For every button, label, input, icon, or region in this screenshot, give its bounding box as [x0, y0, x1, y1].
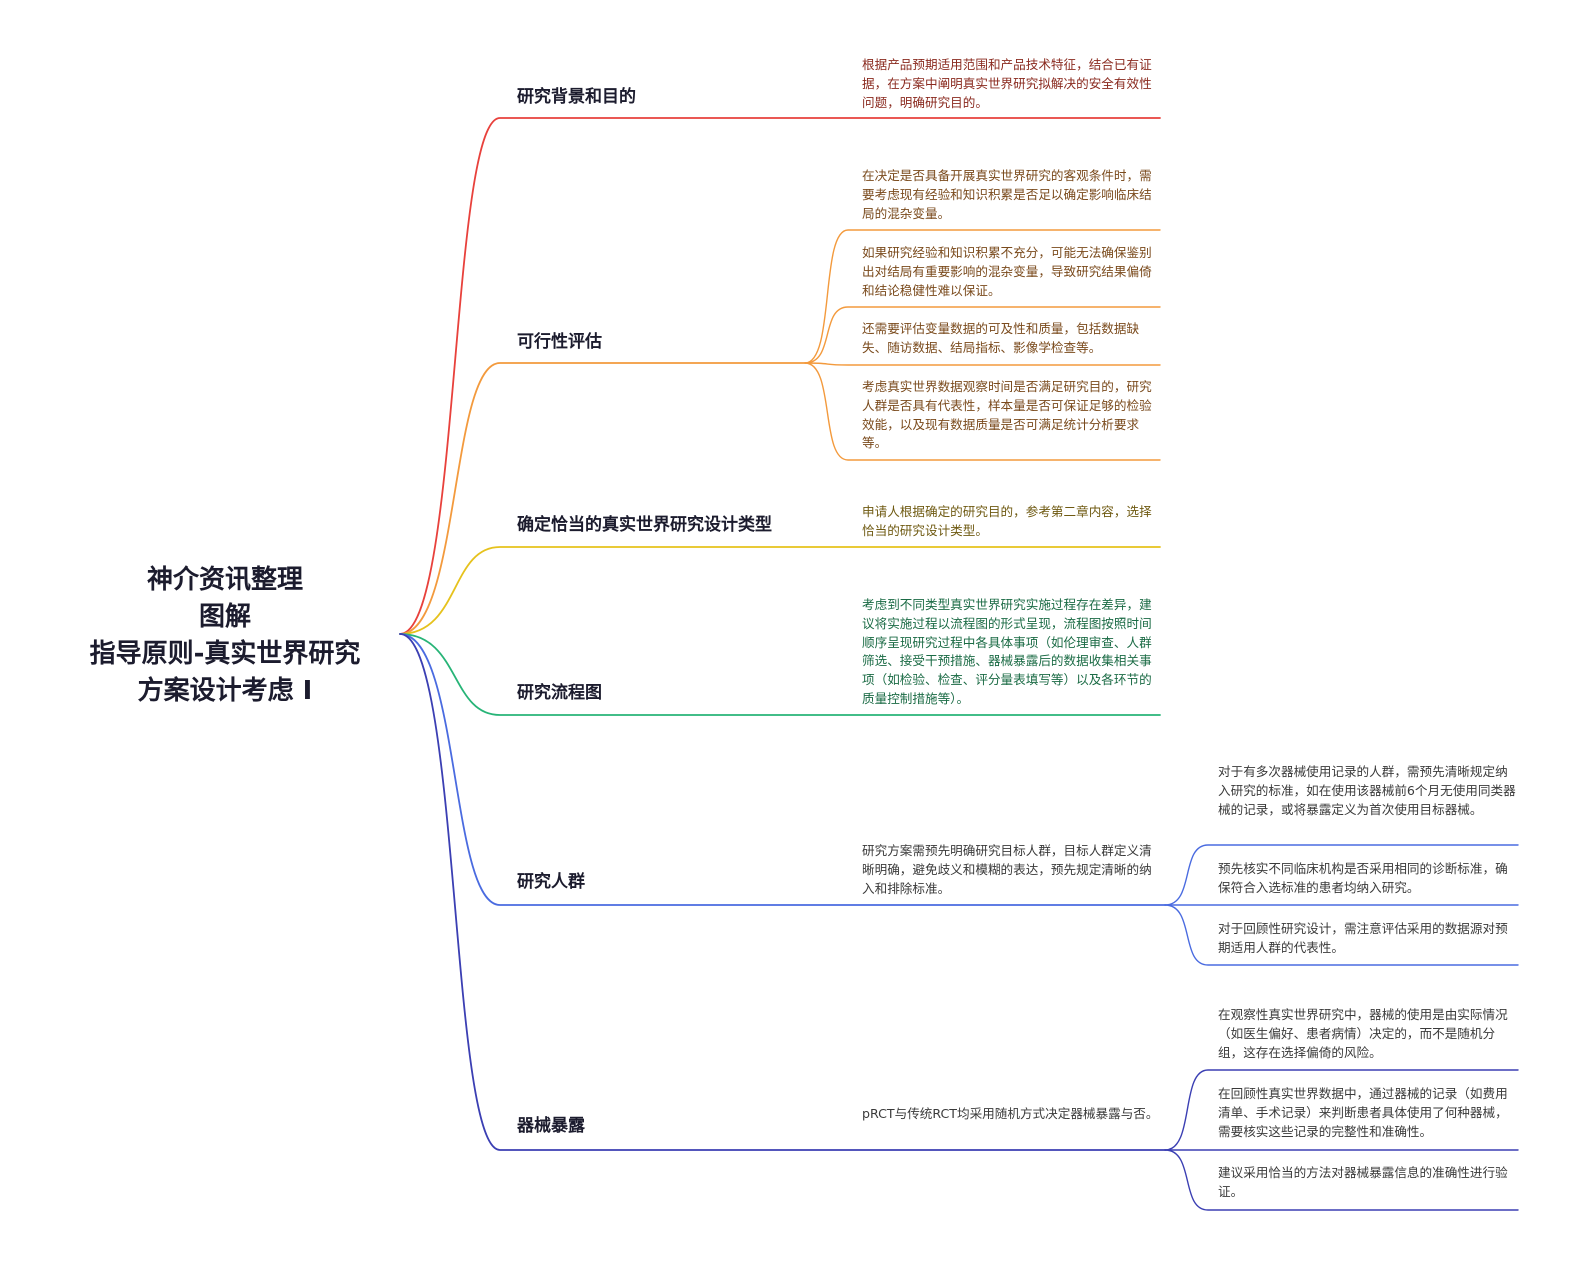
branch-connector [399, 633, 1166, 906]
branch-connector [399, 117, 1161, 635]
root-title-line: 指导原则-真实世界研究 [89, 639, 361, 669]
subnote-exposure-2: 在回顾性真实世界数据中，通过器械的记录（如费用清单、手术记录）来判断患者具体使用… [1218, 1086, 1508, 1139]
note-background: 根据产品预期适用范围和产品技术特征，结合已有证据，在方案中阐明真实世界研究拟解决… [862, 57, 1152, 110]
branch-connector [399, 362, 806, 635]
note-feasibility-4: 考虑真实世界数据观察时间是否满足研究目的，研究人群是否具有代表性，样本量是否可保… [862, 379, 1152, 451]
exposure-connector [1164, 1149, 1519, 1211]
note-feasibility-3: 还需要评估变量数据的可及性和质量，包括数据缺失、随访数据、结局指标、影像学检查等… [862, 321, 1140, 355]
feasibility-connector [804, 362, 1161, 366]
branch-flowchart: 研究流程图 [517, 683, 602, 703]
branch-feasibility: 可行性评估 [517, 332, 602, 352]
root-title-line: 方案设计考虑 I [137, 676, 313, 706]
population-connector [1164, 844, 1519, 906]
branch-device-exposure: 器械暴露 [517, 1116, 585, 1136]
note-feasibility-2: 如果研究经验和知识积累不充分，可能无法确保鉴别出对结局有重要影响的混杂变量，导致… [862, 245, 1152, 298]
feasibility-connector [804, 229, 1161, 364]
branch-connector [399, 546, 1161, 635]
exposure-connector [1164, 1069, 1519, 1151]
note-design-type: 申请人根据确定的研究目的，参考第二章内容，选择恰当的研究设计类型。 [862, 504, 1152, 538]
subnote-exposure-1: 在观察性真实世界研究中，器械的使用是由实际情况（如医生偏好、患者病情）决定的，而… [1218, 1007, 1508, 1060]
note-device-exposure: pRCT与传统RCT均采用随机方式决定器械暴露与否。 [862, 1106, 1159, 1121]
root-title-line: 神介资讯整理 [146, 565, 303, 595]
branch-design-type: 确定恰当的真实世界研究设计类型 [517, 515, 772, 535]
subnote-exposure-3: 建议采用恰当的方法对器械暴露信息的准确性进行验证。 [1218, 1165, 1508, 1199]
note-population: 研究方案需预先明确研究目标人群，目标人群定义清晰明确，避免歧义和模糊的表达，预先… [862, 843, 1152, 896]
subnote-population-1: 对于有多次器械使用记录的人群，需预先清晰规定纳入研究的标准，如在使用该器械前6个… [1218, 764, 1516, 817]
feasibility-connector [804, 306, 1161, 364]
population-connector [1164, 904, 1519, 966]
root-title-line: 图解 [198, 602, 251, 632]
branch-research-background: 研究背景和目的 [517, 87, 636, 107]
branch-population: 研究人群 [517, 872, 585, 892]
root-title: 神介资讯整理 图解 指导原则-真实世界研究 方案设计考虑 I [60, 562, 390, 710]
branch-connector [399, 633, 1161, 716]
note-feasibility-1: 在决定是否具备开展真实世界研究的客观条件时，需要考虑现有经验和知识积累是否足以确… [862, 168, 1152, 221]
feasibility-connector [804, 362, 1161, 461]
subnote-population-3: 对于回顾性研究设计，需注意评估采用的数据源对预期适用人群的代表性。 [1218, 921, 1508, 955]
note-flowchart: 考虑到不同类型真实世界研究实施过程存在差异，建议将实施过程以流程图的形式呈现，流… [862, 597, 1152, 706]
branch-connector [399, 633, 1166, 1151]
subnote-population-2: 预先核实不同临床机构是否采用相同的诊断标准，确保符合入选标准的患者均纳入研究。 [1218, 861, 1508, 895]
